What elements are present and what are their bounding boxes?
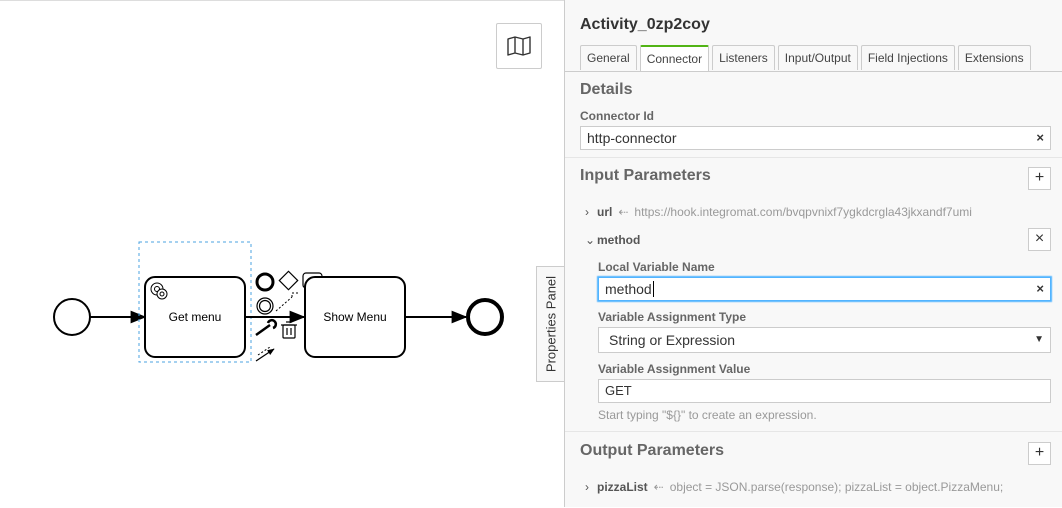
properties-panel-toggle[interactable]: Properties Panel — [536, 266, 564, 382]
tab-input-output[interactable]: Input/Output — [777, 45, 858, 70]
gear-icon — [150, 282, 168, 300]
trash-icon[interactable] — [281, 321, 297, 339]
task-label: Show Menu — [323, 310, 386, 324]
tab-divider — [565, 71, 1062, 72]
bpmn-diagram[interactable]: Get menu Show Menu — [0, 1, 565, 508]
tab-extensions[interactable]: Extensions — [957, 45, 1031, 70]
output-parameters-heading: Output Parameters — [580, 442, 725, 459]
tab-listeners[interactable]: Listeners — [712, 45, 775, 70]
section-divider — [565, 431, 1062, 432]
connector-id-input[interactable]: http-connector × — [580, 126, 1051, 150]
end-event-icon[interactable] — [255, 272, 275, 292]
details-heading: Details — [580, 81, 633, 98]
minimap-button[interactable] — [496, 23, 542, 69]
connector-id-value: http-connector — [587, 130, 677, 146]
task-show-menu[interactable]: Show Menu — [304, 276, 406, 358]
clear-local-variable-button[interactable]: × — [1036, 281, 1044, 296]
param-name: method — [597, 233, 641, 247]
add-output-parameter-button[interactable]: + — [1028, 442, 1051, 465]
param-value: https://hook.integromat.com/bvqpvnixf7yg… — [634, 205, 972, 219]
chevron-right-icon: › — [585, 205, 589, 219]
variable-assignment-type-select[interactable]: String or Expression ▼ — [598, 327, 1051, 353]
task-get-menu[interactable]: Get menu — [144, 276, 246, 358]
task-label: Get menu — [169, 310, 222, 324]
tab-general[interactable]: General — [580, 45, 637, 70]
gateway-icon[interactable] — [278, 270, 299, 291]
properties-panel-toggle-label: Properties Panel — [543, 275, 558, 373]
arrow-left-icon: ⇠ — [653, 480, 664, 494]
diagram-canvas[interactable]: Get menu Show Menu — [0, 0, 565, 507]
local-variable-name-label: Local Variable Name — [598, 260, 715, 274]
start-event[interactable] — [53, 298, 91, 336]
variable-assignment-type-value: String or Expression — [609, 332, 736, 348]
chevron-right-icon: › — [585, 480, 589, 494]
tab-connector[interactable]: Connector — [639, 45, 710, 72]
clear-connector-id-button[interactable]: × — [1036, 130, 1044, 145]
param-name: url — [597, 205, 613, 219]
tab-field-injections[interactable]: Field Injections — [860, 45, 955, 70]
map-icon — [507, 36, 531, 56]
remove-parameter-button[interactable]: × — [1028, 228, 1051, 251]
add-input-parameter-button[interactable]: + — [1028, 167, 1051, 190]
intermediate-event-icon[interactable] — [256, 297, 274, 315]
variable-assignment-value-input[interactable]: GET — [598, 379, 1051, 403]
panel-title: Activity_0zp2coy — [580, 16, 710, 33]
connect-icon[interactable] — [255, 348, 275, 362]
wrench-icon[interactable] — [255, 318, 278, 337]
local-variable-name-value: method — [605, 281, 652, 297]
arrow-left-icon: ⇠ — [618, 205, 629, 219]
param-value: object = JSON.parse(response); pizzaList… — [669, 480, 1004, 494]
input-parameter-url[interactable]: › url ⇠ https://hook.integromat.com/bvqpvni… — [585, 205, 972, 219]
section-divider — [565, 157, 1062, 158]
input-parameters-heading: Input Parameters — [580, 167, 711, 184]
variable-assignment-value: GET — [605, 383, 632, 398]
chevron-down-icon: ⌄ — [585, 233, 596, 247]
dropdown-caret-icon: ▼ — [1034, 334, 1044, 345]
text-annotation-icon[interactable] — [275, 292, 298, 312]
variable-assignment-type-label: Variable Assignment Type — [598, 310, 747, 324]
panel-tabs: General Connector Listeners Input/Output… — [580, 45, 1034, 72]
variable-assignment-value-label: Variable Assignment Value — [598, 362, 751, 376]
connector-id-label: Connector Id — [580, 109, 654, 123]
end-event[interactable] — [466, 298, 504, 336]
expression-hint: Start typing "${}" to create an expressi… — [598, 408, 817, 422]
local-variable-name-input[interactable]: method × — [598, 277, 1051, 301]
selection-outline — [138, 241, 252, 363]
output-parameter-pizzalist[interactable]: › pizzaList ⇠ object = JSON.parse(response)… — [585, 480, 1003, 494]
param-name: pizzaList — [597, 480, 648, 494]
input-parameter-method[interactable]: ⌄method — [585, 233, 640, 247]
properties-panel: Activity_0zp2coy General Connector Liste… — [564, 0, 1062, 507]
